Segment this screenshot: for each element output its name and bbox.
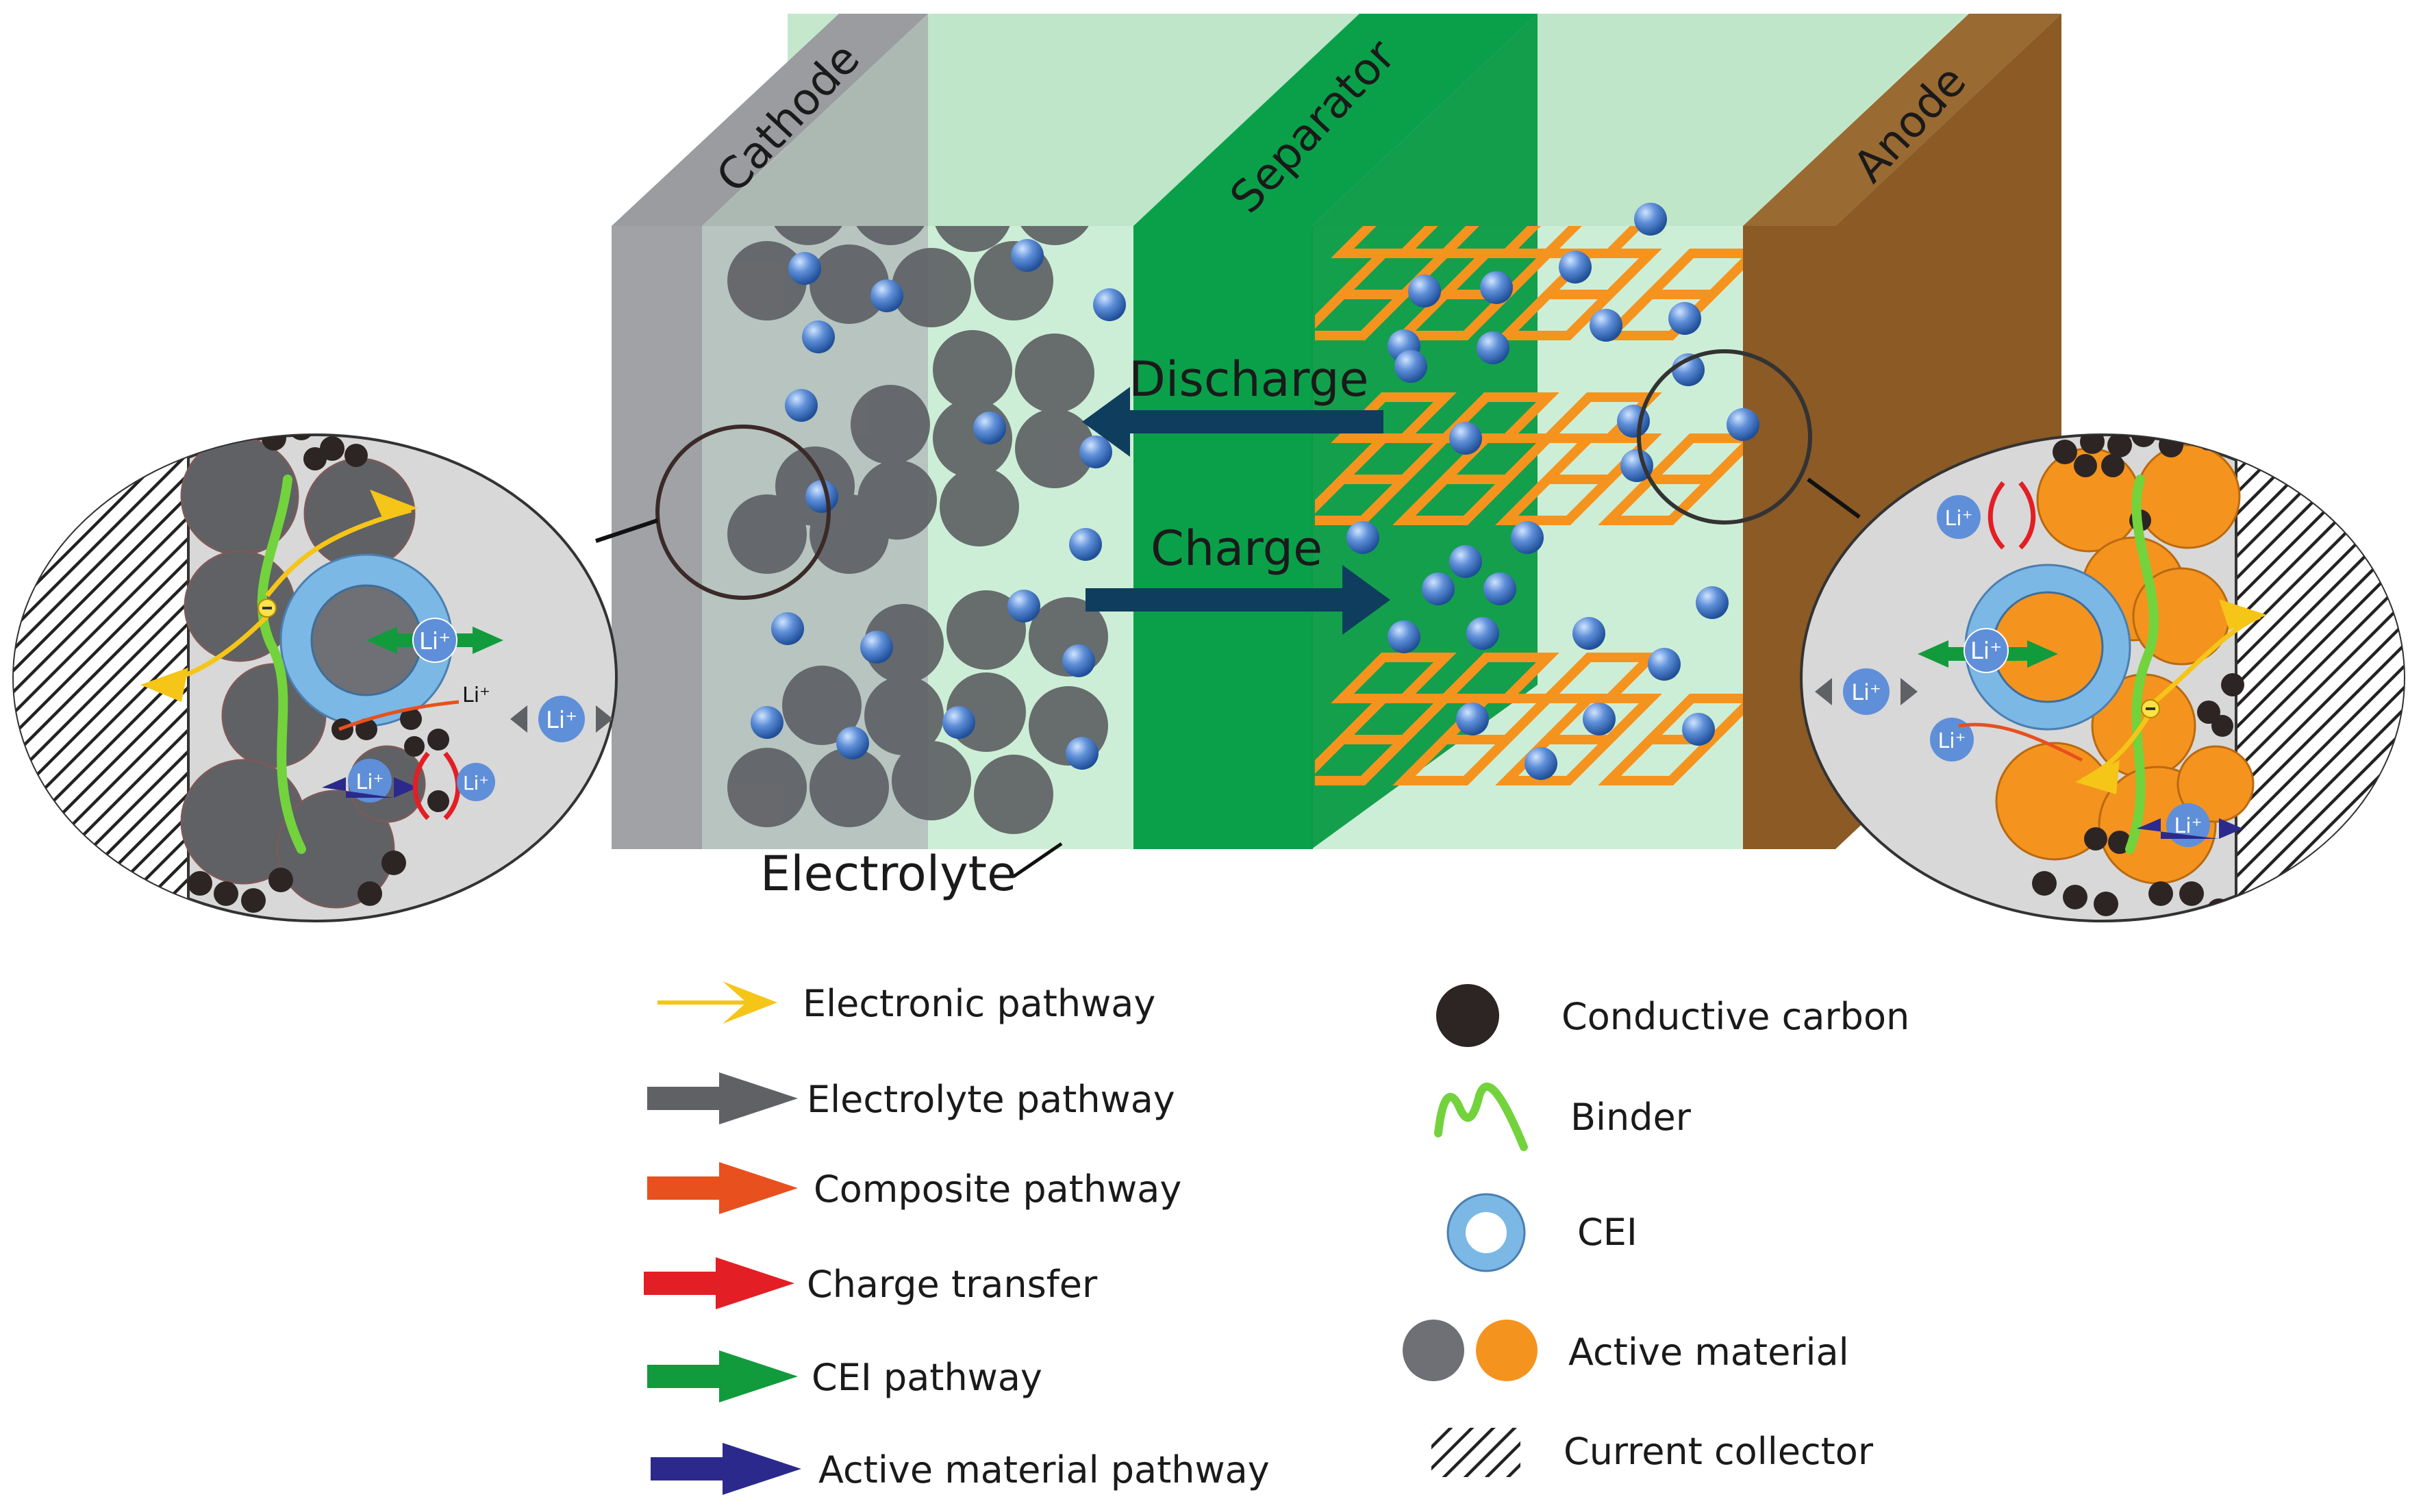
- separator-top: [1133, 14, 1538, 226]
- electronic-arrow-icon: [723, 981, 777, 1024]
- carbon-icon: [1436, 984, 1499, 1047]
- anode-active-arrow: [2137, 818, 2243, 839]
- legend-electrolyte-pathway: Electrolyte pathway: [647, 1072, 1175, 1124]
- active-material-icon: [1403, 1320, 1464, 1381]
- legend-label: Conductive carbon: [1561, 995, 1909, 1038]
- legend-active-material-pathway: Active material pathway: [651, 1443, 1270, 1495]
- cathode-active-arrow: [322, 777, 418, 798]
- legend-electronic-pathway: Electronic pathway: [657, 981, 1155, 1025]
- cathode-connector: [595, 518, 658, 543]
- anode-composite-arrow: [1958, 722, 2083, 762]
- anode-charge-transfer: [1987, 481, 2036, 550]
- cathode-li-cei: Li⁺: [419, 628, 451, 655]
- legend-label: Binder: [1570, 1096, 1692, 1139]
- active-material-arrow-icon: [723, 1443, 801, 1495]
- legend-label: Composite pathway: [814, 1168, 1181, 1211]
- cathode-magnifier: [655, 425, 831, 600]
- cathode-composite-arrow: [338, 700, 460, 731]
- charge-label: Charge: [1151, 520, 1322, 577]
- charge-arrow: [1086, 565, 1390, 635]
- anode-top: [1743, 14, 2061, 226]
- cathode-li-transfer: Li⁺: [463, 772, 489, 794]
- legend-label: Electronic pathway: [803, 982, 1155, 1025]
- legend-label: Charge transfer: [807, 1263, 1098, 1306]
- anode-li-ions: [1346, 203, 1759, 780]
- anode-li-transfer: Li⁺: [1945, 507, 1973, 531]
- discharge-arrow: [1082, 387, 1383, 457]
- anode-carbon-particles: [2032, 435, 2244, 921]
- legend-active-material: Active material: [1403, 1320, 1849, 1381]
- anode-magnifier: [1637, 349, 1812, 525]
- anode-li-electrolyte: Li⁺: [1851, 679, 1881, 705]
- legend-label: Active material pathway: [818, 1448, 1270, 1491]
- cathode-electrolyte-arrow: [510, 705, 527, 733]
- anode-electrolyte-arrow: [1815, 678, 1832, 705]
- current-collector-icon: [1431, 1428, 1520, 1477]
- cathode-top: [612, 14, 928, 226]
- anode-binder: [2125, 475, 2159, 854]
- legend-label: Current collector: [1564, 1430, 1874, 1473]
- cathode-particles: [727, 226, 1126, 834]
- anode-li-cei: Li⁺: [1970, 638, 2002, 665]
- legend-composite-pathway: Composite pathway: [647, 1162, 1181, 1214]
- anode-connector: [1807, 477, 1861, 519]
- cathode-li-composite: Li⁺: [462, 683, 490, 707]
- cathode-li-active: Li⁺: [356, 770, 384, 794]
- cathode-li-electrolyte: Li⁺: [546, 707, 577, 734]
- legend-label: CEI pathway: [812, 1356, 1042, 1399]
- legend-cei: CEI: [1446, 1193, 1638, 1272]
- anode-hex-layers: [1315, 226, 1743, 785]
- charge-transfer-arrow-icon: [716, 1257, 794, 1309]
- electrolyte-pointer: [1012, 842, 1063, 879]
- legend-current-collector: Current collector: [1431, 1428, 1874, 1477]
- cathode-zoom: Li⁺ Li⁺ Li⁺ Li⁺ Li⁺: [12, 433, 618, 922]
- anode-li-composite: Li⁺: [1938, 729, 1966, 753]
- separator-front: [1133, 226, 1313, 849]
- discharge-label: Discharge: [1129, 351, 1369, 407]
- cathode-binder: [257, 475, 306, 854]
- legend-label: Active material: [1568, 1331, 1849, 1374]
- legend-label: CEI: [1577, 1211, 1638, 1254]
- electrolyte-label: Electrolyte: [760, 846, 1016, 902]
- composite-arrow-icon: [719, 1162, 798, 1214]
- cathode-collector: [612, 226, 702, 849]
- legend-binder: Binder: [1434, 1082, 1692, 1151]
- legend-cei-pathway: CEI pathway: [647, 1350, 1042, 1402]
- binder-icon: [1434, 1082, 1528, 1151]
- legend-components: Conductive carbon Binder CEI Active mate…: [1403, 984, 1909, 1477]
- legend-charge-transfer: Charge transfer: [644, 1257, 1098, 1309]
- legend-pathways: Electronic pathway Electrolyte pathway C…: [644, 981, 1270, 1495]
- electrolyte-arrow-icon: [719, 1072, 798, 1124]
- legend-label: Electrolyte pathway: [807, 1078, 1175, 1121]
- cei-arrow-icon: [719, 1350, 798, 1402]
- anode-current-collector: [2236, 435, 2404, 921]
- legend-conductive-carbon: Conductive carbon: [1436, 984, 1909, 1047]
